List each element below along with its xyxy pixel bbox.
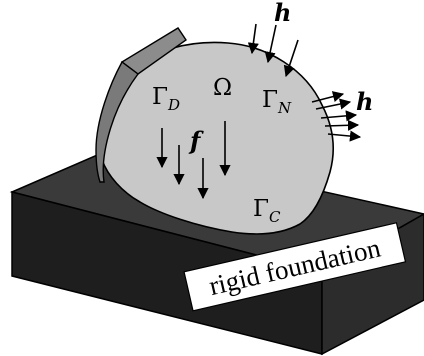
contact-boundary-label: ΓC	[253, 196, 281, 226]
elastic-body	[98, 41, 335, 235]
traction-label-right: h	[356, 87, 373, 116]
dirichlet-boundary-band	[95, 27, 187, 183]
traction-arrow	[320, 110, 358, 122]
domain-label: Ω	[213, 75, 232, 101]
traction-arrow	[247, 23, 259, 55]
traction-arrow	[327, 130, 362, 142]
traction-arrow	[324, 119, 360, 131]
traction-arrow	[283, 39, 299, 78]
dirichlet-boundary-label: ΓD	[152, 84, 180, 114]
traction-arrows-top	[247, 23, 299, 78]
neumann-boundary-label: ΓN	[262, 87, 292, 117]
body-force-arrows	[156, 121, 231, 200]
body-force-label: f	[188, 126, 204, 155]
foundation-plate-background	[183, 222, 407, 312]
traction-label-top: h	[274, 0, 291, 27]
traction-arrows-right	[311, 91, 362, 142]
dirichlet-band-side	[95, 60, 139, 183]
traction-arrow	[264, 24, 277, 64]
traction-arrow	[315, 98, 352, 110]
traction-arrow	[311, 91, 345, 103]
